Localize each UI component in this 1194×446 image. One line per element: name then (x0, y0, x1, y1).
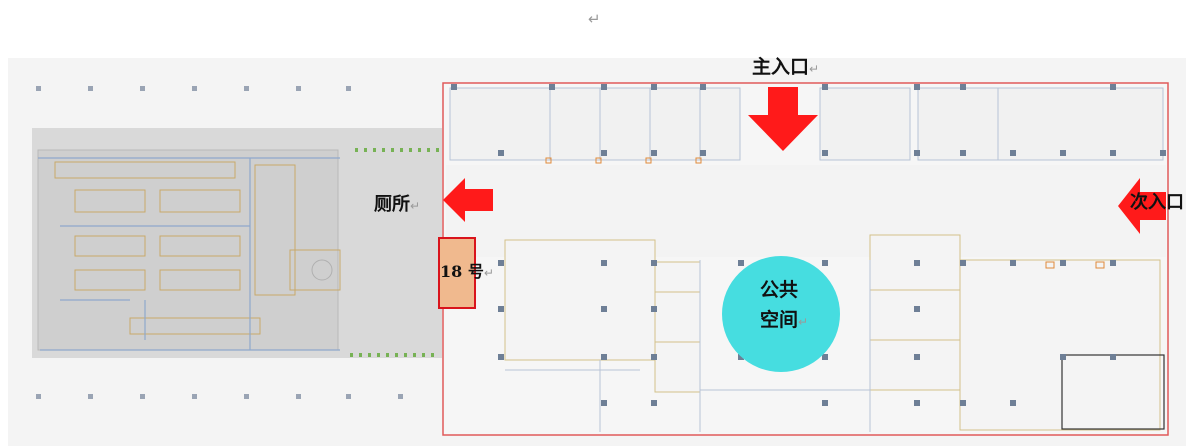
upper-rooms (449, 87, 1164, 161)
booth-18 (438, 237, 476, 309)
inner-walls (505, 260, 871, 432)
paragraph-mark: ↵ (798, 315, 809, 329)
building-columns (451, 84, 1166, 406)
stall-rows (54, 161, 341, 335)
booth-text: 18 号 (440, 262, 484, 281)
toilet-label: 厕所↵ (374, 196, 420, 214)
paragraph-mark: ↵ (809, 62, 820, 76)
public-space-line2: 空间 (760, 309, 799, 331)
left-hall-walls (38, 157, 340, 351)
toilet-arrow (443, 178, 493, 222)
public-space-line1: 公共 (760, 279, 799, 301)
paragraph-mark: ↵ (588, 10, 601, 28)
main-entrance-label: 主入口↵ (752, 58, 819, 77)
small-markers (545, 157, 1105, 269)
secondary-entrance-arrow (1118, 178, 1166, 234)
stair-circle (311, 259, 333, 281)
paragraph-mark: ↵ (483, 266, 494, 280)
secondary-entrance-label: 次入口 (1130, 194, 1184, 212)
main-entrance-arrow (748, 87, 818, 151)
secondary-entrance-text: 次入口 (1130, 192, 1184, 213)
toilet-text: 厕所 (374, 194, 410, 215)
lower-rooms (504, 234, 1161, 431)
booth-label: 18 号↵ (440, 264, 494, 280)
paragraph-mark: ↵ (410, 199, 421, 213)
public-space-oval (722, 256, 840, 372)
main-entrance-text: 主入口 (752, 56, 810, 78)
public-space-label: 公共 空间↵ (760, 275, 808, 337)
